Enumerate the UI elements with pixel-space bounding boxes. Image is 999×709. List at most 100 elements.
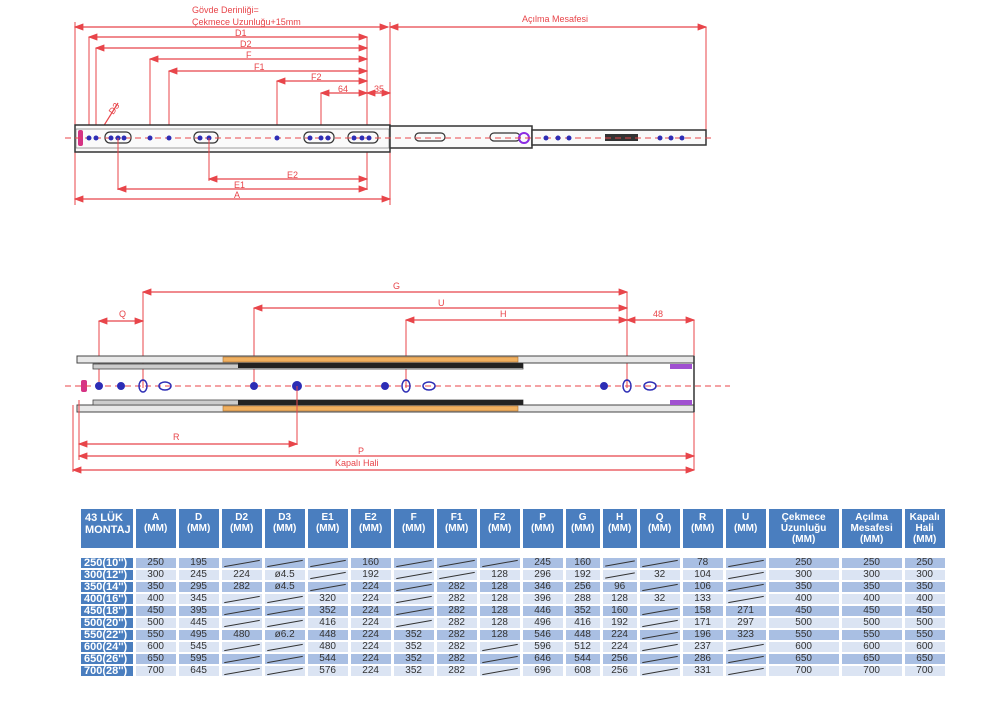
column-header-text: (MM) xyxy=(530,523,555,534)
not-applicable-cell xyxy=(725,642,766,652)
row-label: 600(24'') xyxy=(81,642,133,653)
column-header-text: D3 xyxy=(278,512,292,523)
table-cell: 600 xyxy=(768,642,839,652)
table-cell: 300 xyxy=(841,570,902,580)
column-header-text: F2 xyxy=(493,512,506,523)
column-header: F(MM) xyxy=(393,509,434,548)
clip-bottom xyxy=(670,400,692,405)
table-cell: 282 xyxy=(436,630,477,640)
table-cell: 400 xyxy=(135,594,176,604)
table-cell: 196 xyxy=(682,630,723,640)
not-applicable-cell xyxy=(479,654,520,664)
table-cell: ø4.5 xyxy=(264,570,305,580)
table-cell: 250 xyxy=(904,558,945,568)
column-header: D(MM) xyxy=(178,509,219,548)
table-cell: 450 xyxy=(904,606,945,616)
table-cell: 256 xyxy=(565,582,600,592)
table-cell: 323 xyxy=(725,630,766,640)
table-cell: 350 xyxy=(768,582,839,592)
table-cell: 32 xyxy=(639,594,680,604)
table-cell: 300 xyxy=(768,570,839,580)
not-applicable-cell xyxy=(639,558,680,568)
label-35: 35 xyxy=(374,84,384,94)
column-header-text: (MM) xyxy=(487,523,512,534)
not-applicable-cell xyxy=(393,594,434,604)
table-cell: 160 xyxy=(602,606,637,616)
column-header-text: (MM) xyxy=(229,523,254,534)
table-cell: 350 xyxy=(135,582,176,592)
not-applicable-cell xyxy=(393,582,434,592)
row-label: 450(18'') xyxy=(81,606,133,617)
table-cell: 128 xyxy=(479,570,520,580)
table-cell: ø6.2 xyxy=(264,630,305,640)
table-cell: 271 xyxy=(725,606,766,616)
table-cell: 696 xyxy=(522,666,563,676)
table-cell: 32 xyxy=(639,570,680,580)
not-applicable-cell xyxy=(307,558,348,568)
table-cell: 224 xyxy=(350,630,391,640)
not-applicable-cell xyxy=(264,654,305,664)
table-cell: 550 xyxy=(904,630,945,640)
label-f2: F2 xyxy=(311,72,322,82)
label-e2: E2 xyxy=(287,170,298,180)
not-applicable-cell xyxy=(725,582,766,592)
not-applicable-cell xyxy=(639,666,680,676)
not-applicable-cell xyxy=(639,642,680,652)
row-label: 350(14'') xyxy=(81,582,133,593)
slot xyxy=(303,131,335,144)
table-cell: 237 xyxy=(682,642,723,652)
column-header-text: A xyxy=(152,512,160,523)
label-r: R xyxy=(173,432,180,442)
table-cell: 500 xyxy=(904,618,945,628)
table-cell: 650 xyxy=(768,654,839,664)
table-cell: 500 xyxy=(135,618,176,628)
not-applicable-cell xyxy=(725,594,766,604)
column-header-text: (MM) xyxy=(912,534,937,545)
table-cell: 650 xyxy=(135,654,176,664)
table-cell: 500 xyxy=(768,618,839,628)
label-d2: D2 xyxy=(240,39,252,49)
table-cell: 595 xyxy=(178,654,219,664)
table-cell: 282 xyxy=(221,582,262,592)
table-cell: 352 xyxy=(393,666,434,676)
not-applicable-cell xyxy=(221,594,262,604)
table-cell: 160 xyxy=(565,558,600,568)
table-cell: 224 xyxy=(350,654,391,664)
column-header-text: (MM) xyxy=(570,523,595,534)
not-applicable-cell xyxy=(264,642,305,652)
table-cell: 700 xyxy=(904,666,945,676)
table-cell: 282 xyxy=(436,654,477,664)
table-cell: 446 xyxy=(522,606,563,616)
table-cell: 700 xyxy=(768,666,839,676)
table-cell: 224 xyxy=(350,594,391,604)
table-cell: 546 xyxy=(522,630,563,640)
table-cell: 395 xyxy=(178,606,219,616)
table-cell: 282 xyxy=(436,642,477,652)
column-header: H(MM) xyxy=(602,509,637,548)
ball-cage-top xyxy=(222,356,519,363)
not-applicable-cell xyxy=(479,666,520,676)
table-cell: 400 xyxy=(904,594,945,604)
table-cell: 158 xyxy=(682,606,723,616)
not-applicable-cell xyxy=(393,618,434,628)
column-header: Q(MM) xyxy=(639,509,680,548)
column-header-text: Q xyxy=(655,512,664,523)
table-cell: 286 xyxy=(682,654,723,664)
table-cell: 224 xyxy=(350,618,391,628)
table-cell: 450 xyxy=(841,606,902,616)
label-closed: Kapalı Hali xyxy=(335,458,379,468)
label-h: H xyxy=(500,309,507,319)
column-header-text: (MM) xyxy=(791,534,816,545)
label-64: 64 xyxy=(338,84,348,94)
table-cell: 500 xyxy=(841,618,902,628)
corner-line1: 43 LÜK xyxy=(85,512,123,524)
table-cell: 650 xyxy=(904,654,945,664)
table-cell: 445 xyxy=(178,618,219,628)
row-label: 700(28'') xyxy=(81,666,133,677)
label-q: Q xyxy=(119,309,126,319)
